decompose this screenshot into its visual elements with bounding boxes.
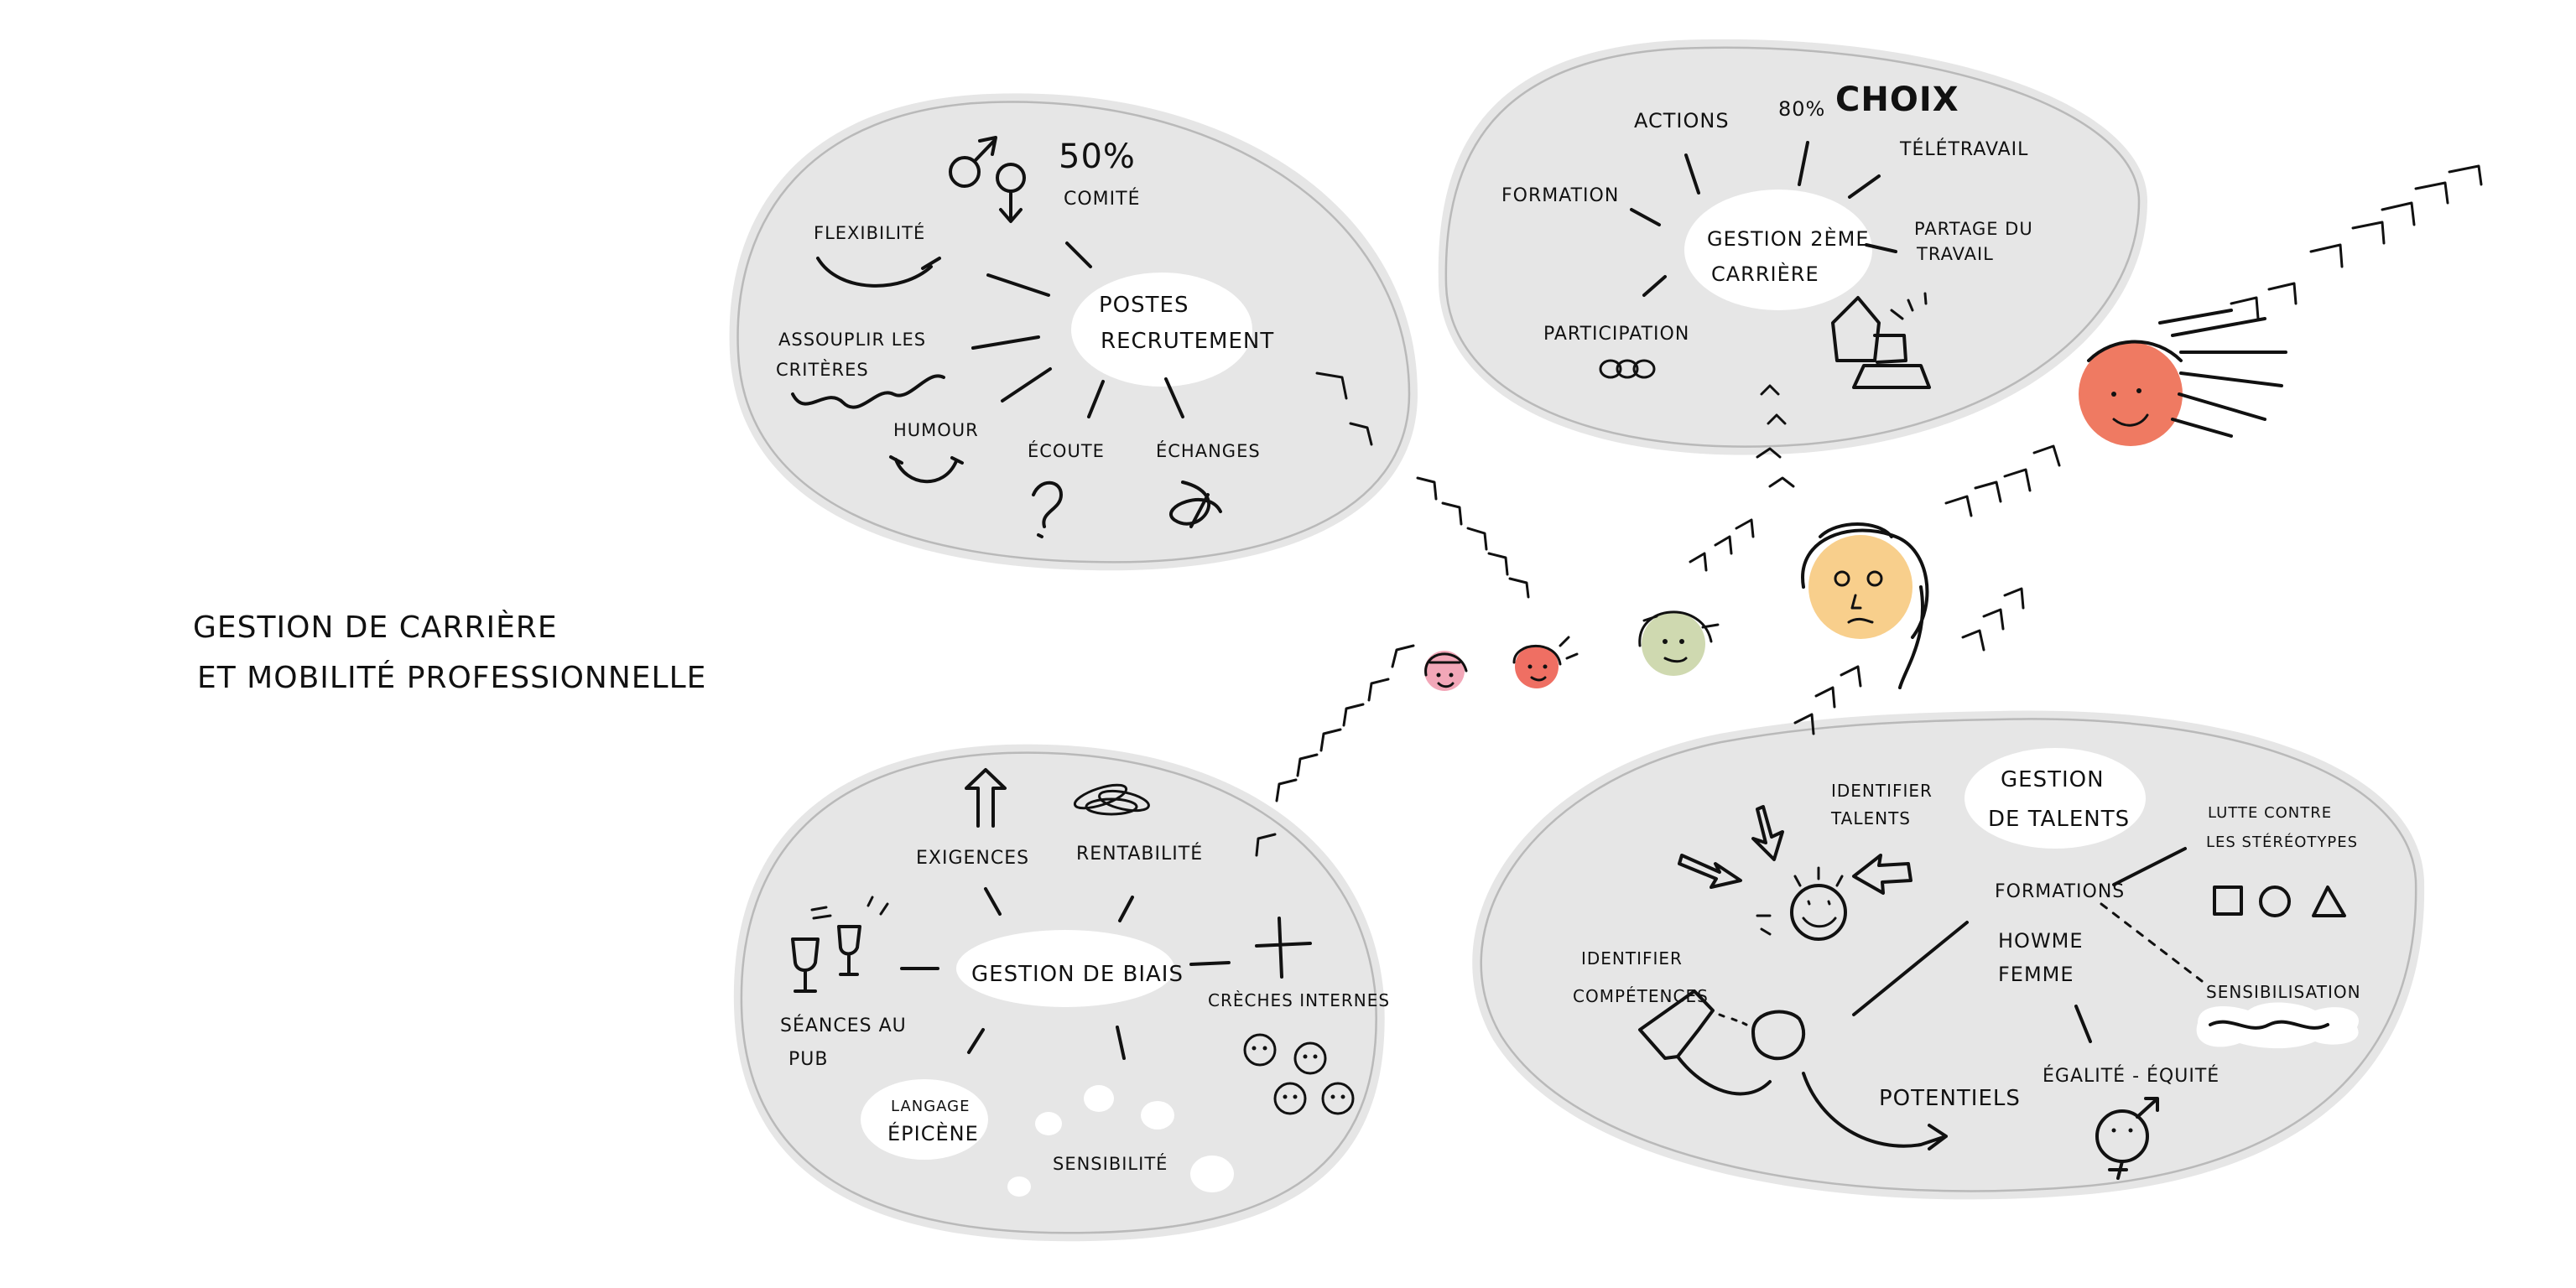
yellow-face-icon — [1801, 522, 1929, 689]
bias-center: Gestion de biais — [971, 962, 1184, 987]
career-partage-1: Partage du — [1914, 219, 2033, 239]
career-spokes — [1630, 141, 1897, 297]
career-teletravail: Télétravail — [1899, 138, 2028, 160]
talents-blob — [1472, 710, 2425, 1200]
smile-icon — [889, 455, 964, 484]
bias-langage-1: Langage — [891, 1098, 971, 1115]
talents-center-line2: de talents — [1988, 807, 2130, 832]
talents-potentiels: Potentiels — [1879, 1086, 2021, 1111]
recruitment-flexibilite: Flexibilité — [814, 222, 925, 243]
recruitment-echanges: Échanges — [1156, 440, 1261, 461]
house-and-laptop-icon — [1831, 292, 1931, 389]
green-face-icon — [1638, 610, 1720, 676]
career-choix: Choix — [1835, 80, 1959, 119]
career-cluster: Gestion 2ème carrière Actions 80% Choix … — [1438, 39, 2147, 455]
title-line-1: Gestion de carrière — [193, 610, 558, 645]
pink-face-icon — [1424, 651, 1468, 691]
recruitment-assouplir-2: critères — [776, 359, 869, 380]
gender-face-icon — [2095, 1097, 2159, 1180]
talents-competences-1: Identifier — [1581, 948, 1683, 969]
bias-creches: Crèches internes — [1208, 990, 1390, 1010]
recruitment-assouplir-1: Assouplir les — [778, 330, 926, 350]
talents-homme: hoWme — [1998, 929, 2084, 953]
arrows-to-face-icon — [1678, 805, 1912, 941]
career-participation: Participation — [1543, 324, 1689, 345]
bias-langage-2: épicène — [887, 1121, 979, 1145]
talents-formations: Formations — [1995, 881, 2125, 902]
career-center-bubble — [1684, 190, 1872, 310]
shapes-icon — [2213, 886, 2346, 917]
talents-center-line1: Gestion — [2001, 767, 2105, 792]
orange-face-icon — [2079, 309, 2287, 446]
bias-seances-2: pub — [788, 1049, 828, 1070]
talents-egalite: Égalité - Équité — [2043, 1065, 2220, 1087]
career-actions: Actions — [1634, 109, 1730, 132]
recruitment-center-line2: recrutement — [1101, 329, 1274, 354]
bias-cluster: Gestion de biais Exigences Rentabilité S… — [733, 744, 1390, 1242]
sensibilite-dots — [1007, 1085, 1234, 1197]
career-center-line2: carrière — [1711, 262, 1819, 286]
talents-center-bubble — [1965, 748, 2146, 849]
bias-seances-1: Séances au — [780, 1015, 907, 1036]
intertwined-loop-icon — [1169, 480, 1222, 528]
recruitment-spokes — [971, 242, 1184, 418]
flexible-curve-icon — [816, 257, 941, 288]
page-title: Gestion de carrière et Mobilité Professi… — [193, 610, 706, 695]
bias-langage-bubble — [861, 1079, 988, 1160]
bias-sensibilite: Sensibilité — [1053, 1153, 1168, 1174]
recruitment-pct: 50% — [1059, 138, 1136, 176]
red-face-icon — [1512, 636, 1579, 688]
chevron-paths — [1255, 164, 2483, 857]
baby-faces-icon — [1243, 1033, 1355, 1115]
talents-femme: feMme — [1998, 963, 2074, 986]
recruitment-comite: Comité — [1064, 188, 1141, 210]
bias-center-bubble — [956, 930, 1174, 1007]
talents-sensibilisation: Sensibilisation — [2206, 982, 2361, 1002]
cross-icon — [1255, 917, 1312, 979]
wavy-line-icon — [791, 374, 945, 409]
recruitment-ecoute: Écoute — [1028, 440, 1105, 461]
recruitment-center-line1: Postes — [1099, 293, 1189, 318]
chain-rings-icon — [1599, 359, 1656, 379]
wine-glasses-icon — [791, 896, 889, 993]
recruitment-cluster: Postes recrutement 50% Comité Flexibilit… — [729, 93, 1418, 571]
stretching-arm-icon — [1638, 921, 1969, 1150]
career-pct: 80% — [1778, 97, 1825, 121]
bias-rentabilite: Rentabilité — [1076, 843, 1203, 865]
cloud-icon — [2196, 1002, 2359, 1049]
recruitment-center-bubble — [1071, 273, 1252, 387]
career-partage-2: travail — [1916, 244, 1994, 264]
up-arrow-icon — [965, 768, 1007, 828]
talents-identifier-1: Identifier — [1831, 781, 1933, 801]
bias-spokes — [900, 887, 1231, 1060]
question-mark-icon — [1032, 480, 1063, 538]
talents-cluster: Gestion de talents Identifier talents Fo… — [1472, 710, 2425, 1200]
career-formation: Formation — [1501, 185, 1619, 206]
talents-lutte-1: Lutte contre — [2208, 804, 2332, 822]
gender-symbols-icon — [949, 136, 1026, 223]
faces-group — [1424, 309, 2287, 691]
talents-identifier-2: talents — [1830, 808, 1911, 828]
coins-icon — [1073, 783, 1150, 816]
talents-lutte-2: les stéréotypes — [2206, 833, 2358, 851]
recruitment-humour: Humour — [893, 420, 979, 440]
title-line-2: et Mobilité Professionnelle — [197, 660, 706, 695]
bias-exigences: Exigences — [916, 848, 1029, 869]
career-center-line1: Gestion 2ème — [1707, 226, 1870, 251]
